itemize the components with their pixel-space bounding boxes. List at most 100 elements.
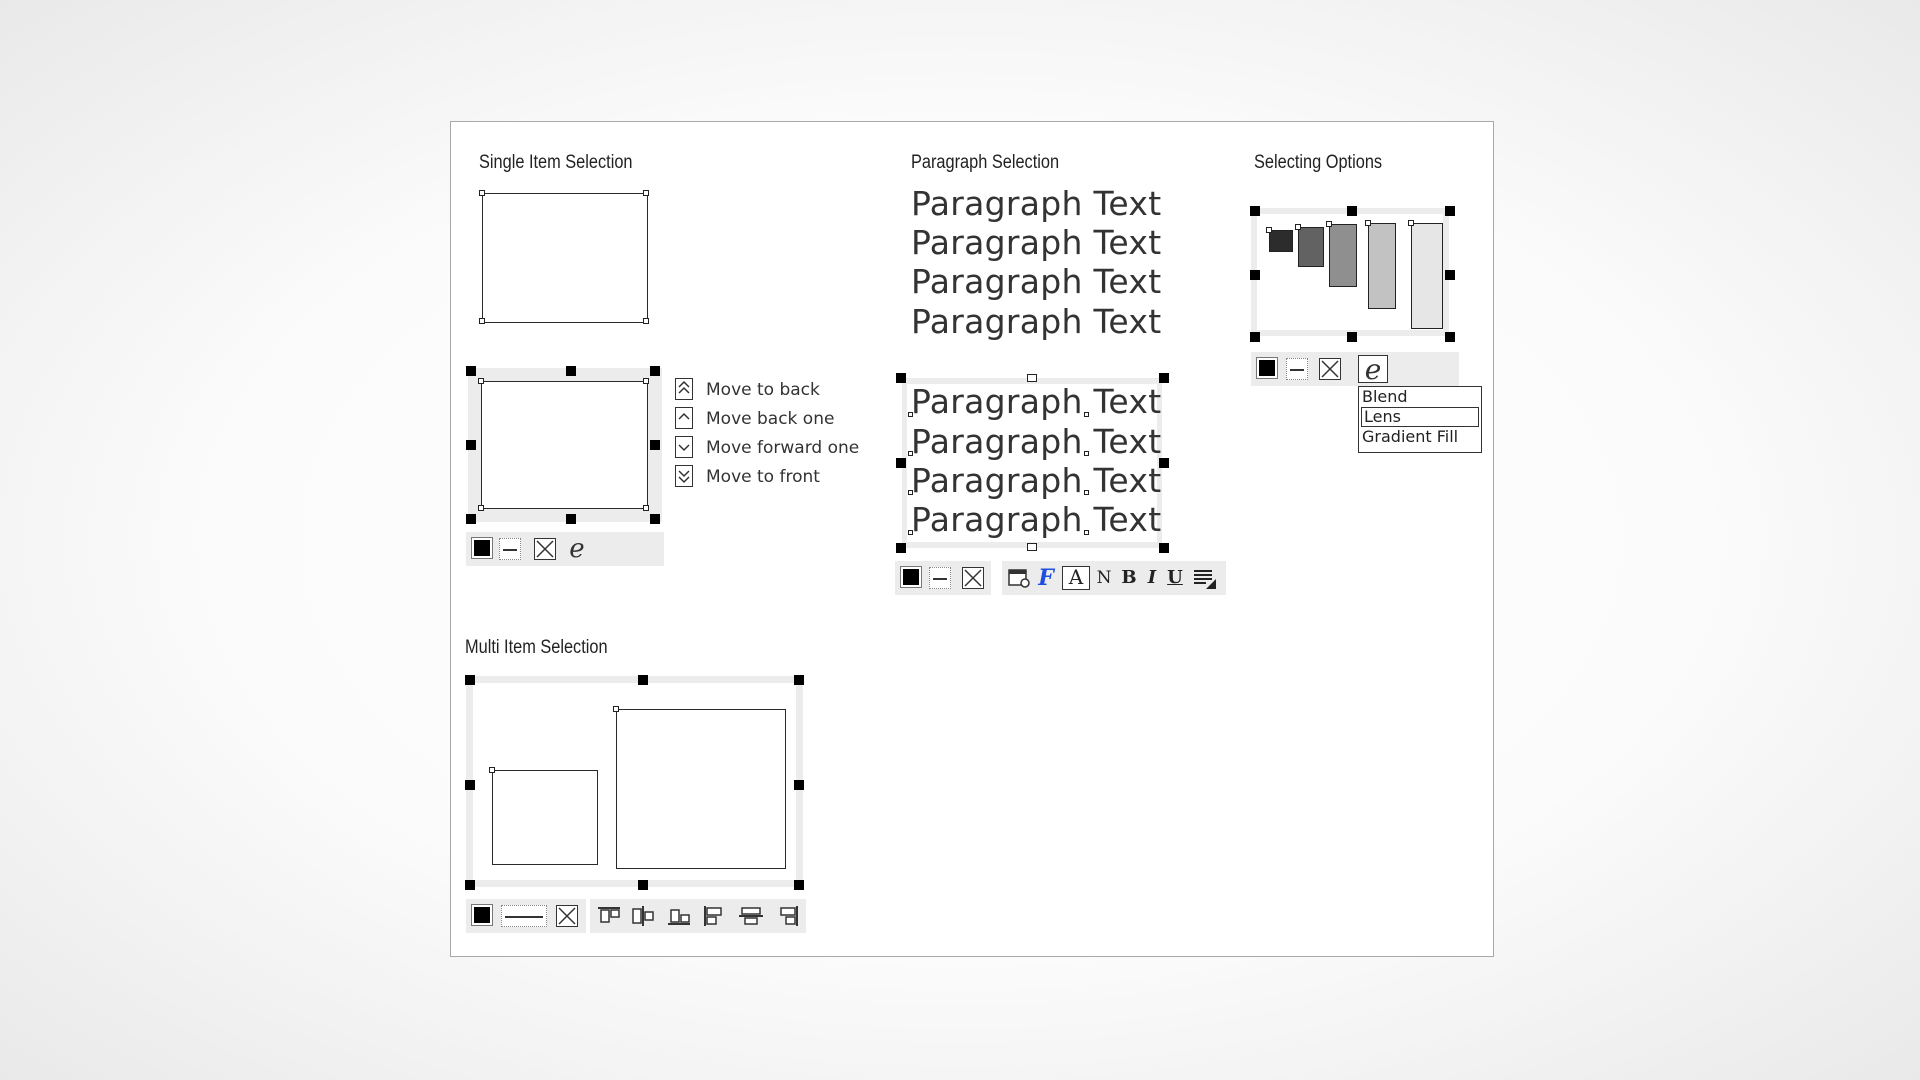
align-bottom-icon[interactable] (666, 905, 692, 927)
no-fill-icon[interactable] (534, 538, 556, 560)
effects-dropdown[interactable]: Blend Lens Gradient Fill (1358, 386, 1482, 453)
resize-handle[interactable] (465, 675, 475, 685)
kerning-handle[interactable] (1084, 451, 1089, 456)
corner-handle[interactable] (643, 190, 649, 196)
menu-item-move-to-back[interactable]: Move to back (706, 380, 820, 400)
italic-button[interactable]: I (1147, 567, 1157, 588)
kerning-handle[interactable] (908, 451, 913, 456)
menu-item-move-back-one[interactable]: Move back one (706, 409, 835, 429)
selected-rectangle[interactable] (481, 381, 648, 509)
move-back-one-icon[interactable] (675, 407, 693, 429)
dropdown-option-blend[interactable]: Blend (1362, 387, 1408, 406)
corner-handle[interactable] (1408, 220, 1414, 226)
resize-handle[interactable] (896, 458, 906, 468)
selected-paragraph-line[interactable]: Paragraph Text (911, 422, 1162, 461)
dropdown-option-lens[interactable]: Lens (1361, 407, 1479, 427)
resize-handle[interactable] (566, 514, 576, 524)
resize-handle[interactable] (1347, 332, 1357, 342)
fill-color-icon[interactable] (1256, 357, 1278, 379)
font-size-icon[interactable]: A (1062, 566, 1090, 590)
corner-handle[interactable] (479, 318, 485, 324)
resize-handle[interactable] (1250, 332, 1260, 342)
resize-handle[interactable] (896, 373, 906, 383)
corner-handle[interactable] (643, 378, 649, 384)
effects-icon[interactable]: e (569, 534, 585, 564)
resize-handle[interactable] (1445, 332, 1455, 342)
align-left-icon[interactable] (702, 905, 728, 927)
single-rectangle[interactable] (482, 193, 648, 323)
corner-handle[interactable] (489, 767, 495, 773)
spacing-handle[interactable] (1027, 374, 1037, 382)
resize-handle[interactable] (1159, 543, 1169, 553)
resize-handle[interactable] (638, 675, 648, 685)
no-fill-icon[interactable] (556, 905, 578, 927)
text-properties-icon[interactable] (1007, 567, 1031, 589)
underline-button[interactable]: U (1167, 567, 1183, 588)
corner-handle[interactable] (478, 378, 484, 384)
corner-handle[interactable] (613, 706, 619, 712)
corner-handle[interactable] (479, 190, 485, 196)
blend-step-5[interactable] (1411, 223, 1443, 329)
paragraph-text-box[interactable] (907, 384, 1157, 542)
move-to-back-icon[interactable] (675, 378, 693, 400)
no-fill-icon[interactable] (1319, 358, 1341, 380)
selected-paragraph-line[interactable]: Paragraph Text (911, 500, 1162, 539)
selected-paragraph-line[interactable]: Paragraph Text (911, 382, 1162, 421)
corner-handle[interactable] (1295, 224, 1301, 230)
align-center-horizontal-icon[interactable] (630, 905, 656, 927)
resize-handle[interactable] (650, 366, 660, 376)
resize-handle[interactable] (1250, 206, 1260, 216)
resize-handle[interactable] (466, 440, 476, 450)
resize-handle[interactable] (1445, 206, 1455, 216)
resize-handle[interactable] (794, 675, 804, 685)
move-forward-one-icon[interactable] (675, 436, 693, 458)
blend-step-1[interactable] (1269, 230, 1293, 252)
kerning-handle[interactable] (1084, 490, 1089, 495)
blend-step-4[interactable] (1368, 223, 1396, 309)
move-to-front-icon[interactable] (675, 465, 693, 487)
corner-handle[interactable] (478, 505, 484, 511)
resize-handle[interactable] (794, 780, 804, 790)
corner-handle[interactable] (1266, 227, 1272, 233)
bold-button[interactable]: B (1121, 567, 1137, 588)
line-style-icon[interactable] (929, 567, 951, 589)
blend-step-3[interactable] (1329, 224, 1357, 287)
menu-item-move-forward-one[interactable]: Move forward one (706, 438, 860, 458)
corner-handle[interactable] (643, 505, 649, 511)
blend-step-2[interactable] (1298, 227, 1324, 267)
selected-paragraph-line[interactable]: Paragraph Text (911, 461, 1162, 500)
align-center-vertical-icon[interactable] (738, 905, 764, 927)
kerning-handle[interactable] (1084, 530, 1089, 535)
line-style-icon[interactable] (1286, 358, 1308, 380)
font-icon[interactable]: F (1038, 565, 1054, 591)
effects-icon[interactable]: e (1358, 355, 1388, 384)
resize-handle[interactable] (794, 880, 804, 890)
fill-color-icon[interactable] (471, 537, 493, 559)
normal-style-button[interactable]: N (1096, 568, 1112, 588)
resize-handle[interactable] (638, 880, 648, 890)
kerning-handle[interactable] (1084, 412, 1089, 417)
resize-handle[interactable] (1347, 206, 1357, 216)
kerning-handle[interactable] (908, 530, 913, 535)
resize-handle[interactable] (650, 514, 660, 524)
align-right-icon[interactable] (774, 905, 800, 927)
fill-color-icon[interactable] (471, 904, 493, 926)
resize-handle[interactable] (465, 780, 475, 790)
fill-color-icon[interactable] (900, 566, 922, 588)
resize-handle[interactable] (1250, 270, 1260, 280)
spacing-handle[interactable] (1027, 543, 1037, 551)
resize-handle[interactable] (1159, 373, 1169, 383)
kerning-handle[interactable] (908, 490, 913, 495)
align-top-icon[interactable] (596, 905, 622, 927)
line-style-icon[interactable] (499, 538, 521, 560)
no-fill-icon[interactable] (962, 567, 984, 589)
resize-handle[interactable] (466, 366, 476, 376)
resize-handle[interactable] (896, 543, 906, 553)
dropdown-option-gradient-fill[interactable]: Gradient Fill (1362, 427, 1459, 446)
resize-handle[interactable] (466, 514, 476, 524)
menu-item-move-to-front[interactable]: Move to front (706, 467, 820, 487)
line-style-icon[interactable] (501, 905, 547, 927)
small-rectangle[interactable] (492, 770, 598, 865)
corner-handle[interactable] (643, 318, 649, 324)
large-rectangle[interactable] (616, 709, 786, 869)
